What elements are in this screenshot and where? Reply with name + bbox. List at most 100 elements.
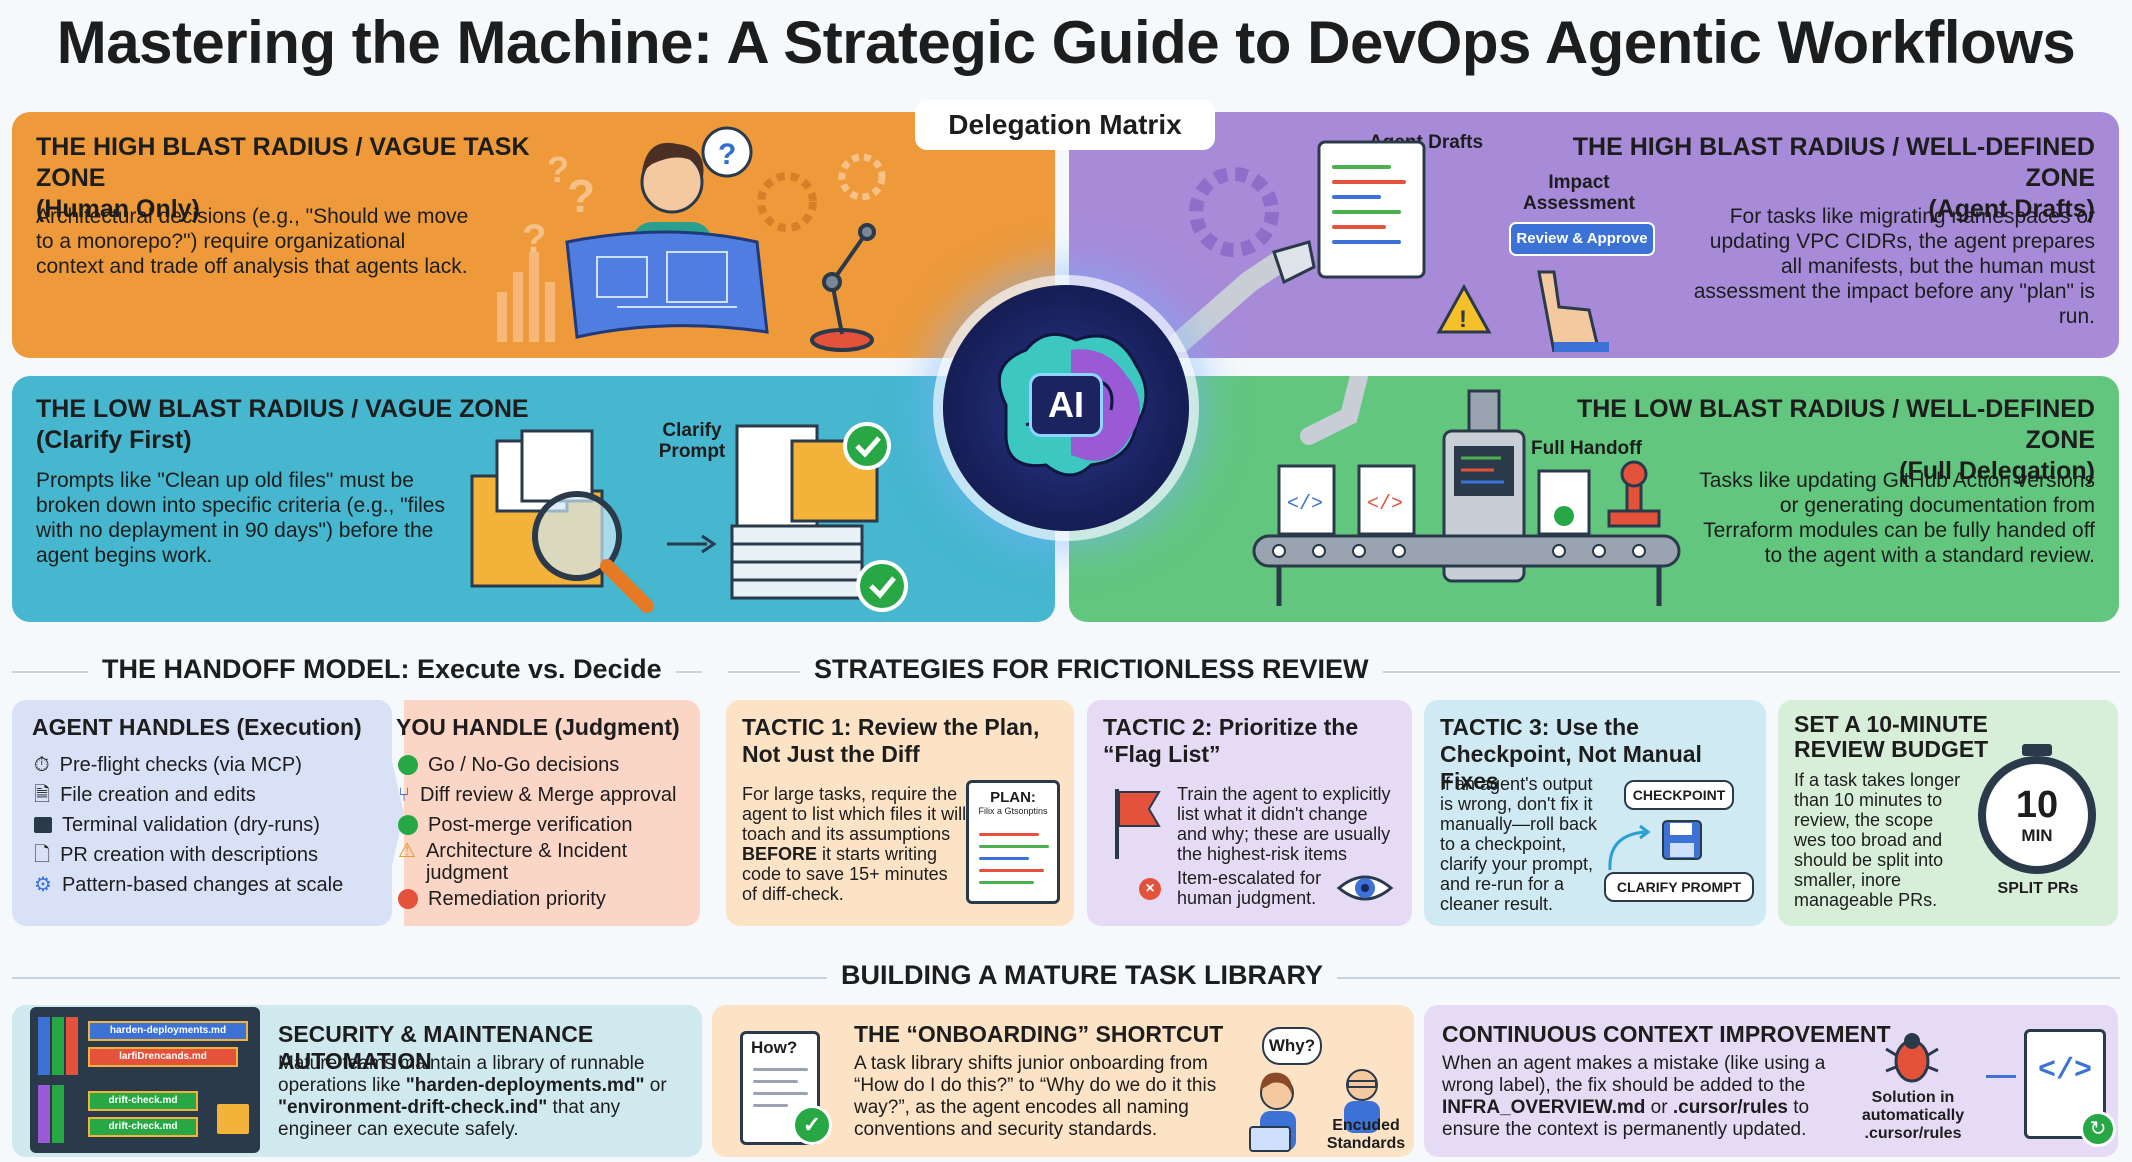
library-card-onboarding-body: A task library shifts junior onboarding …	[854, 1053, 1217, 1140]
robot-drafts-illustration: !	[1159, 140, 1609, 352]
code-file-icon: </>	[2024, 1029, 2106, 1139]
zone-body: Architectural decisions (e.g., "Should w…	[36, 205, 469, 278]
svg-text:?: ?	[547, 149, 569, 190]
check-icon	[398, 815, 418, 835]
zone-heading: THE LOW BLAST RADIUS / VAGUE ZONE(Clarif…	[36, 395, 529, 454]
handoff-section-title: THE HANDOFF MODEL: Execute vs. Decide	[88, 654, 676, 685]
library-card-context-body: When an agent makes a mistake (like usin…	[1442, 1053, 1826, 1140]
you-handle-card: YOU HANDLE (Judgment) Go / No-Go decisio…	[396, 700, 700, 926]
svg-text:?: ?	[522, 217, 546, 261]
warning-icon: ⚠	[398, 840, 416, 862]
clarify-prompt-button[interactable]: CLARIFY PROMPT	[1604, 872, 1754, 902]
check-icon: ✓	[792, 1105, 832, 1145]
list-item: 🗎File creation and edits	[34, 780, 343, 810]
spine-label: harden-deployments.md	[88, 1021, 248, 1041]
tactic-4-body: If a task takes longer than 10 minutes t…	[1794, 770, 1961, 910]
shelf-bottom: drift-check.md drift-check.md	[38, 1085, 252, 1143]
review-section-title: STRATEGIES FOR FRICTIONLESS REVIEW	[800, 654, 1383, 685]
save-disk-icon	[1662, 820, 1702, 860]
list-item: Go / No-Go decisions	[398, 750, 688, 780]
eye-icon	[1336, 875, 1394, 901]
checkpoint-button[interactable]: CHECKPOINT	[1624, 780, 1734, 810]
split-prs-caption: SPLIT PRs	[1997, 880, 2079, 897]
arrow-icon	[1986, 1075, 2016, 1078]
bug-icon	[1885, 1033, 1939, 1083]
library-card-security-body: Mature teams maintain a library of runna…	[278, 1053, 667, 1140]
refresh-icon: ↻	[2080, 1111, 2116, 1147]
you-handle-heading: YOU HANDLE (Judgment)	[396, 714, 680, 740]
library-section-title: BUILDING A MATURE TASK LIBRARY	[827, 960, 1337, 991]
zone-low-vague: THE LOW BLAST RADIUS / VAGUE ZONE(Clarif…	[12, 376, 1055, 622]
library-card-context: CONTINUOUS CONTEXT IMPROVEMENT When an a…	[1424, 1005, 2118, 1157]
git-merge-icon: ⑂	[398, 784, 410, 806]
bookshelf-icon: harden-deployments.md larfiDrencands.md …	[30, 1007, 260, 1153]
svg-text:!: !	[1459, 306, 1467, 333]
tag-clarify-prompt: Clarify Prompt	[658, 420, 726, 462]
agent-handles-list: ⏱Pre-flight checks (via MCP) 🗎File creat…	[34, 750, 343, 900]
zone-heading: THE LOW BLAST RADIUS / WELL-DEFINED ZONE…	[1576, 395, 2095, 485]
review-approve-button[interactable]: Review & Approve	[1509, 222, 1655, 256]
library-card-security: harden-deployments.md larfiDrencands.md …	[12, 1005, 702, 1157]
delegation-matrix-label: Delegation Matrix	[915, 100, 1215, 150]
architect-illustration: ? ? ? ?	[497, 126, 886, 352]
stopwatch-icon: ⏱	[34, 754, 50, 776]
people-illustration	[1249, 1069, 1380, 1152]
list-item: Terminal validation (dry-runs)	[34, 810, 343, 840]
list-item: ⚙Pattern-based changes at scale	[34, 870, 343, 900]
svg-text:</>: </>	[1367, 493, 1403, 516]
tactic-2-heading: TACTIC 2: Prioritize the “Flag List”	[1103, 714, 1359, 767]
zone-heading: THE HIGH BLAST RADIUS / WELL-DEFINED ZON…	[1572, 133, 2095, 223]
check-icon	[398, 755, 418, 775]
zone-high-defined: THE HIGH BLAST RADIUS / WELL-DEFINED ZON…	[1069, 112, 2119, 358]
encoded-standards-caption: Encuded Standards	[1326, 1117, 1406, 1152]
list-item: 🗋PR creation with descriptions	[34, 840, 343, 870]
terminal-icon	[34, 817, 52, 833]
zone-body: For tasks like migrating namespaces or u…	[1693, 205, 2095, 328]
tactic-1-card: TACTIC 1: Review the Plan, Not Just the …	[726, 700, 1074, 926]
library-card-onboarding: How? ✓ THE “ONBOARDING” SHORTCUT A task …	[712, 1005, 1414, 1157]
list-item: ⏱Pre-flight checks (via MCP)	[34, 750, 343, 780]
page-title: Mastering the Machine: A Strategic Guide…	[56, 9, 2076, 76]
ai-chip-label: AI	[1029, 373, 1103, 437]
tactic-2-body: Train the agent to explicitly list what …	[1177, 784, 1391, 864]
stopwatch-icon: 10 MIN	[1978, 744, 2096, 874]
svg-text:?: ?	[567, 170, 595, 222]
escalate-x-icon: ×	[1139, 878, 1161, 900]
tactic-3-heading: TACTIC 3: Use the Checkpoint, Not Manual…	[1440, 714, 1702, 794]
tag-impact-assessment: Impact Assessment	[1523, 172, 1635, 214]
svg-text:</>: </>	[1287, 493, 1323, 516]
zone-body: Prompts like "Clean up old files" must b…	[36, 469, 445, 567]
conveyor-illustration: </> </>	[1252, 376, 1681, 606]
library-card-context-heading: CONTINUOUS CONTEXT IMPROVEMENT	[1442, 1021, 1891, 1047]
why-speech-bubble: Why?	[1262, 1027, 1322, 1065]
priority-icon	[398, 889, 418, 909]
agent-handles-card: AGENT HANDLES (Execution) ⏱Pre-flight ch…	[12, 700, 392, 926]
timer-number: 10	[2015, 784, 2059, 826]
timer-unit: MIN	[2021, 826, 2053, 845]
handoff-arrow	[378, 700, 404, 926]
shelf-top: harden-deployments.md larfiDrencands.md	[38, 1017, 252, 1075]
pattern-icon: ⚙	[34, 874, 52, 896]
solution-caption: Solution in automatically .cursor/rules	[1861, 1089, 1965, 1142]
tactic-1-heading: TACTIC 1: Review the Plan, Not Just the …	[742, 714, 1040, 767]
you-handle-list: Go / No-Go decisions ⑂Diff review & Merg…	[398, 750, 688, 914]
zone-heading: THE HIGH BLAST RADIUS / VAGUE TASK ZONE(…	[36, 133, 530, 223]
tactic-2-card: TACTIC 2: Prioritize the “Flag List” Tra…	[1087, 700, 1412, 926]
zone-high-vague: THE HIGH BLAST RADIUS / VAGUE TASK ZONE(…	[12, 112, 1055, 358]
tactic-2-note: Item-escalated for human judgment.	[1177, 868, 1322, 908]
zone-low-defined: THE LOW BLAST RADIUS / WELL-DEFINED ZONE…	[1069, 376, 2119, 622]
tag-full-handoff: Full Handoff	[1531, 438, 1642, 459]
list-item: ⑂Diff review & Merge approval	[398, 780, 688, 810]
svg-text:?: ?	[718, 138, 736, 171]
lock-icon	[214, 1101, 252, 1137]
spine-label: drift-check.md	[88, 1091, 198, 1111]
tactic-4-heading: SET A 10-MINUTE REVIEW BUDGET	[1794, 711, 1989, 762]
file-icon: 🗎	[34, 784, 51, 806]
document-icon: 🗋	[34, 844, 51, 866]
spine-label: drift-check.md	[88, 1117, 198, 1137]
tactic-1-body: For large tasks, require the agent to li…	[742, 784, 967, 904]
loop-arrow-icon	[1608, 824, 1651, 871]
ai-brain-hub: AI	[943, 285, 1189, 531]
library-card-onboarding-heading: THE “ONBOARDING” SHORTCUT	[854, 1021, 1224, 1047]
list-item: Post-merge verification	[398, 810, 688, 840]
